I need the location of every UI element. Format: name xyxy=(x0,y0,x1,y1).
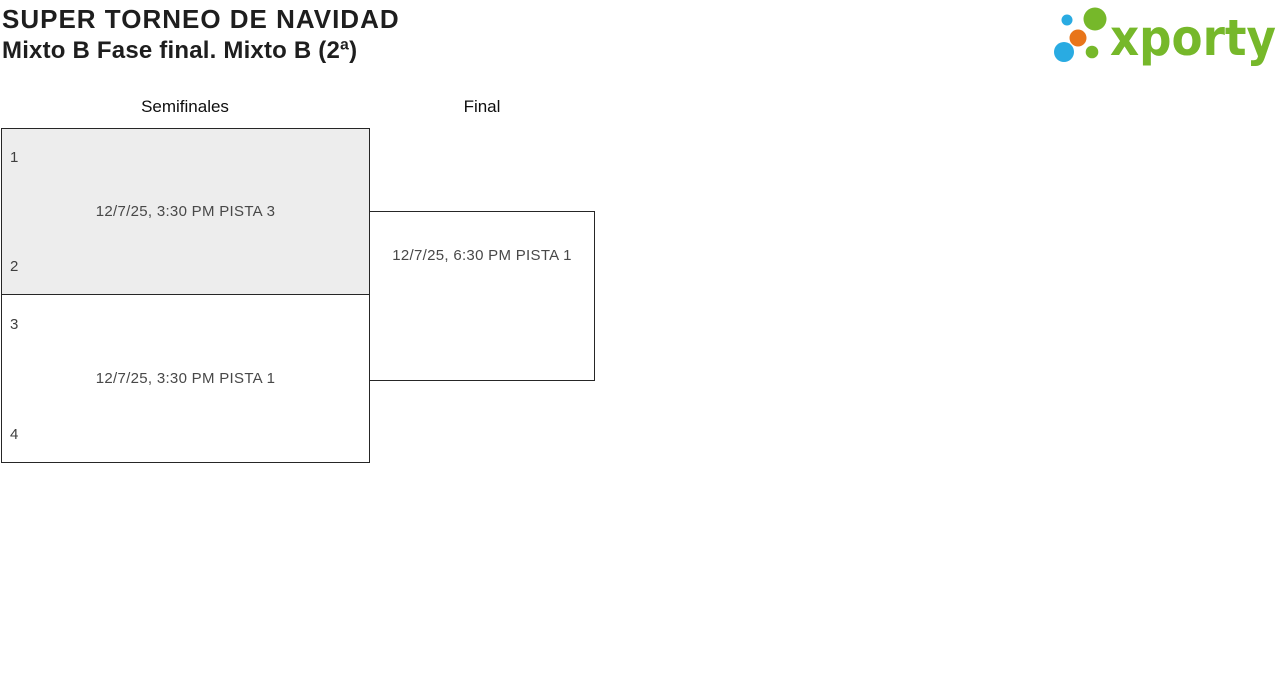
match-final[interactable]: 12/7/25, 6:30 PM PISTA 1 xyxy=(369,211,595,381)
tournament-title: SUPER TORNEO DE NAVIDAD xyxy=(2,4,400,34)
match-semifinal-1[interactable]: 1 12/7/25, 3:30 PM PISTA 3 2 xyxy=(1,128,370,295)
match-schedule: 12/7/25, 3:30 PM PISTA 1 xyxy=(95,369,276,387)
match-schedule: 12/7/25, 6:30 PM PISTA 1 xyxy=(392,247,572,264)
seed-number: 4 xyxy=(10,426,19,443)
xporty-logo-graphic: xporty xyxy=(1054,7,1276,67)
round-header-semifinals: Semifinales xyxy=(141,97,229,116)
seed-number: 1 xyxy=(10,149,19,166)
round-header-final: Final xyxy=(463,97,501,116)
match-schedule: 12/7/25, 3:30 PM PISTA 3 xyxy=(95,202,276,220)
xporty-logo[interactable]: xporty xyxy=(1048,2,1278,72)
seed-number: 3 xyxy=(10,316,19,333)
xporty-dots-icon xyxy=(1054,7,1107,62)
match-semifinal-2[interactable]: 3 12/7/25, 3:30 PM PISTA 1 4 xyxy=(1,294,370,463)
category-subtitle: Mixto B Fase final. Mixto B (2ª) xyxy=(2,37,358,64)
xporty-wordmark: xporty xyxy=(1110,9,1276,67)
seed-number: 2 xyxy=(10,258,19,275)
